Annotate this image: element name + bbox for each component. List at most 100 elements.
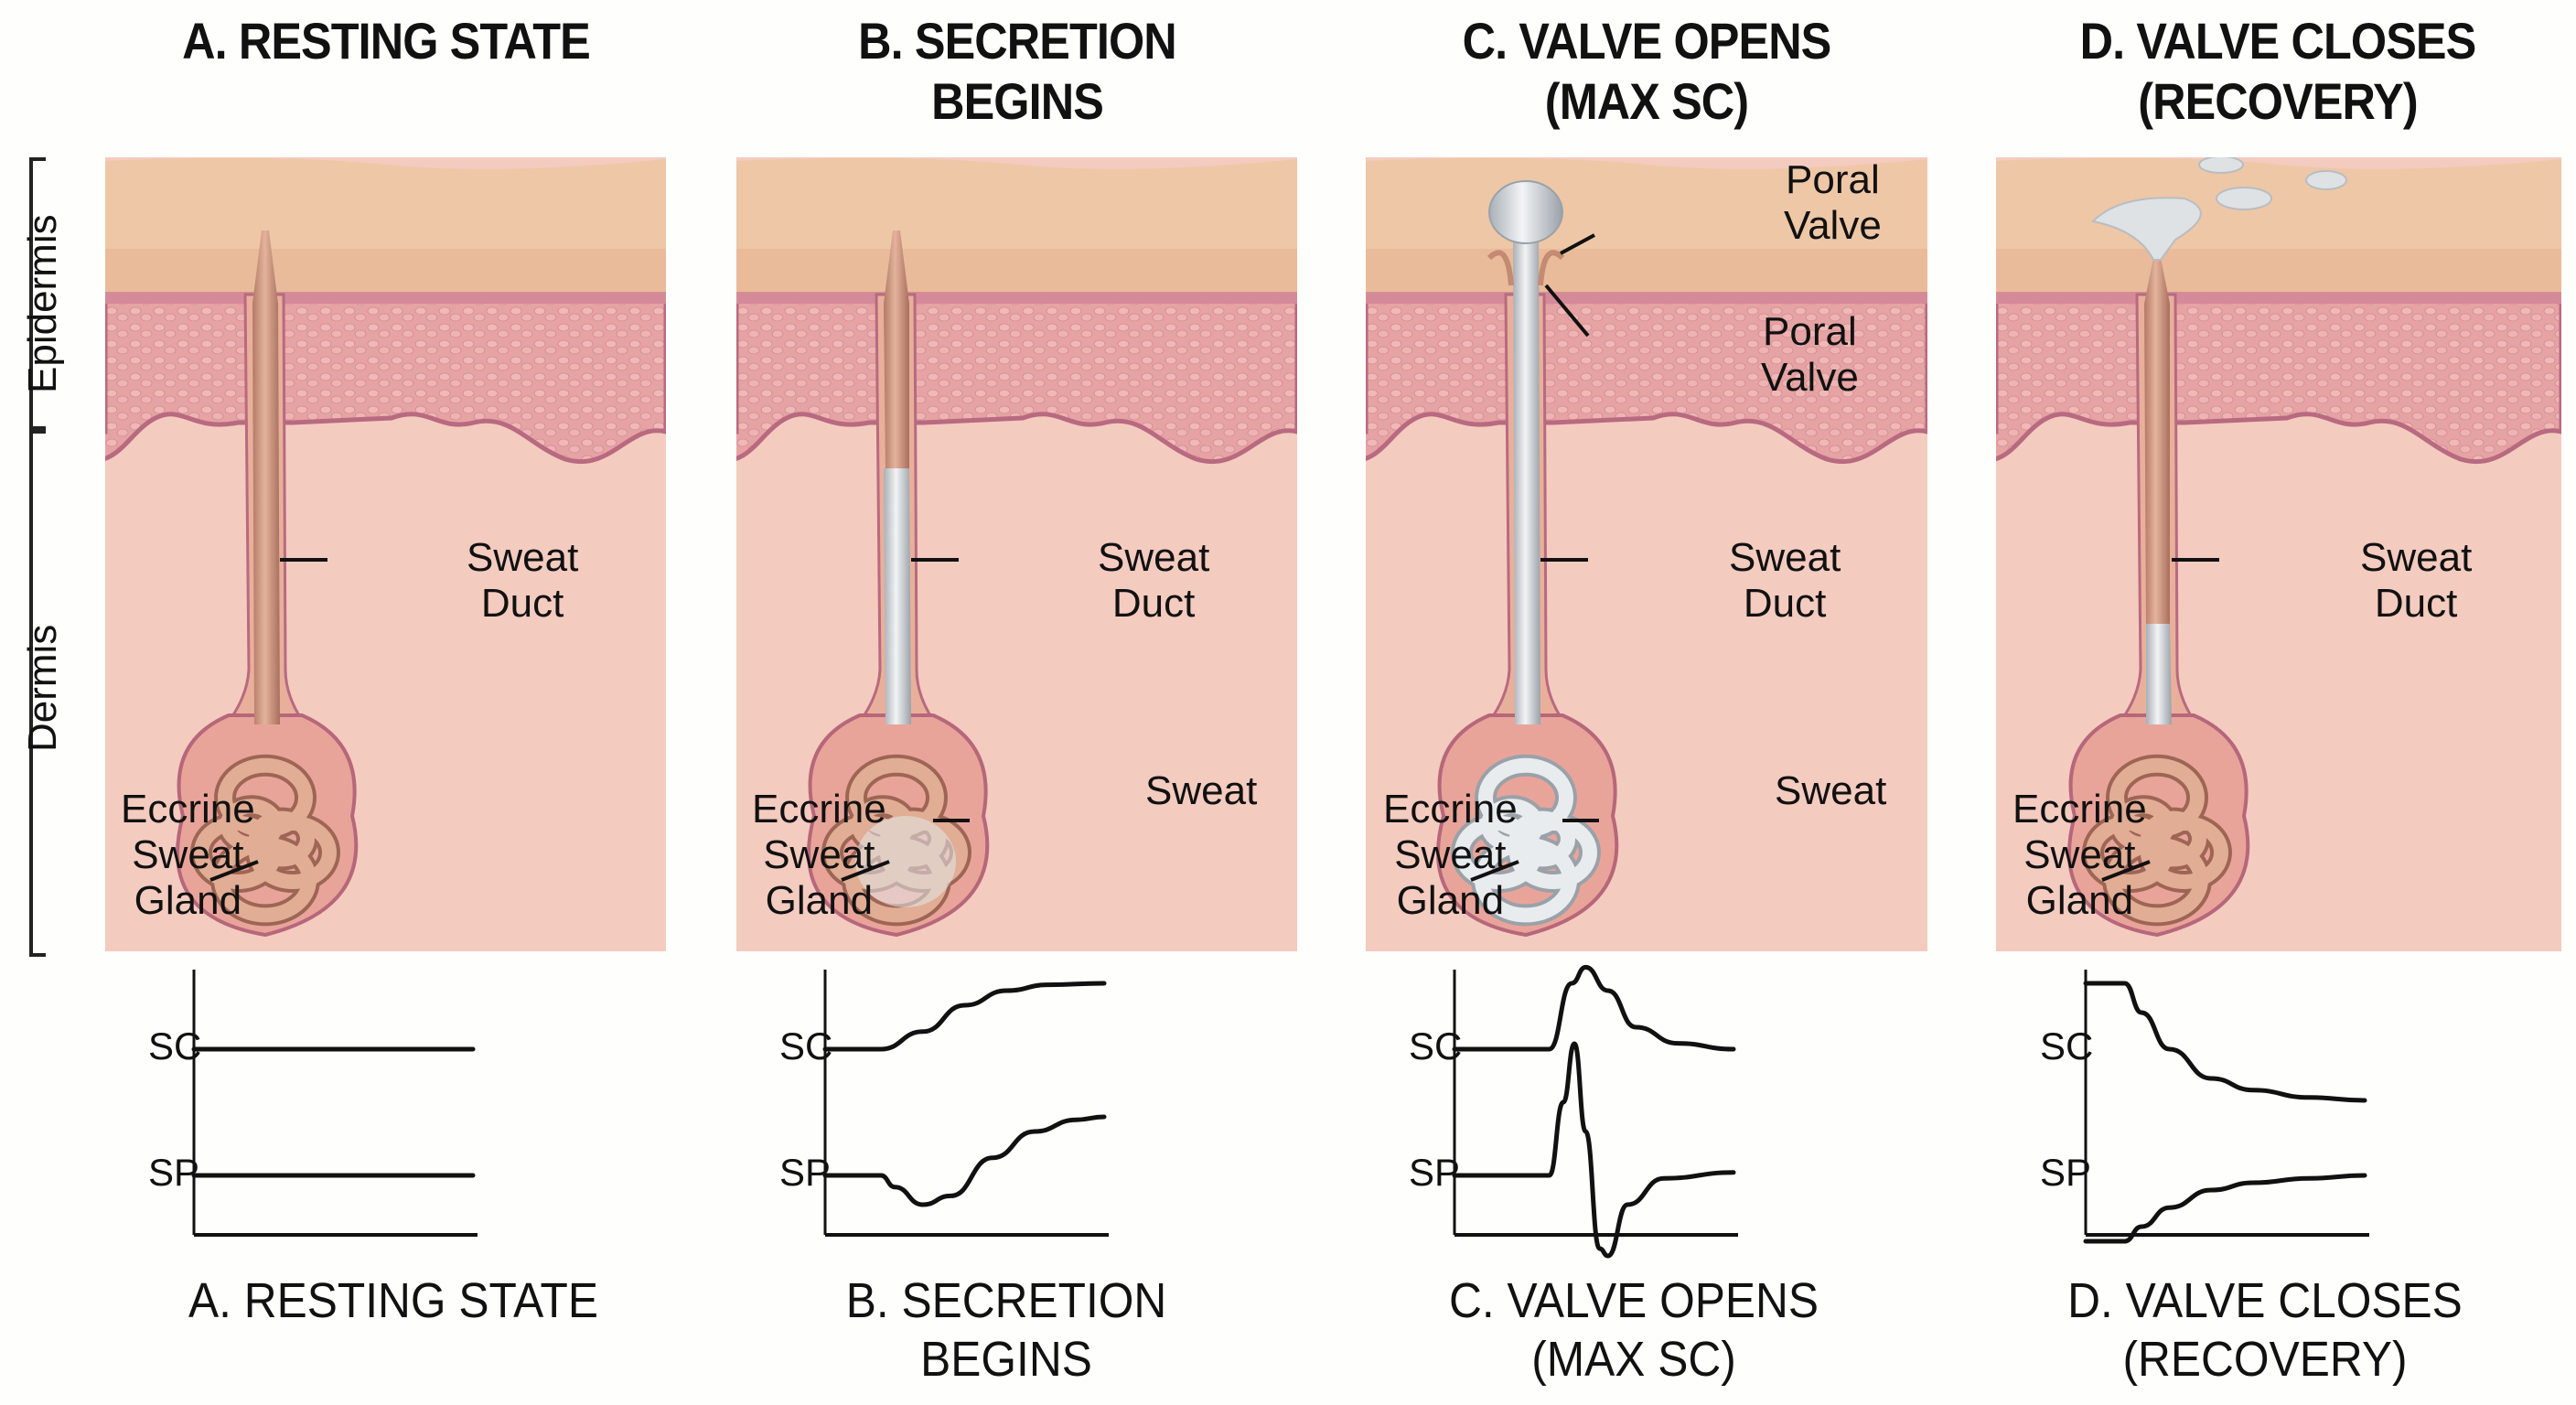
skin-panel-d <box>1996 157 2561 951</box>
skin-illustration <box>736 157 1297 951</box>
label-text: Duct <box>2374 581 2458 626</box>
label-text: Gland <box>765 878 874 923</box>
skin-illustration <box>1996 157 2561 951</box>
caption-d-line1: D. VALVE CLOSES <box>2067 1273 2463 1328</box>
sweat-fluid-duct <box>884 468 911 724</box>
label-text: Gland <box>134 878 242 923</box>
caption-c: C. VALVE OPENS(MAX SC) <box>1365 1271 1904 1389</box>
poral-valve-right <box>1538 250 1565 286</box>
label-text: Sweat <box>132 832 244 877</box>
graph-svg <box>191 970 478 1237</box>
sweat-duct <box>252 231 280 724</box>
caption-a-line1: A. RESTING STATE <box>188 1273 599 1328</box>
label-text: Poral <box>1786 157 1880 202</box>
label-sweat-b: Sweat <box>1145 768 1257 814</box>
title-c-line1: C. VALVE OPENS <box>1462 12 1832 70</box>
label-text: Sweat <box>1729 535 1841 580</box>
epidermis-label: Epidermis <box>20 214 65 393</box>
label-sweat-c: Sweat <box>1775 768 1886 814</box>
skin-panel-a <box>105 157 666 951</box>
label-text: Eccrine <box>1383 787 1518 831</box>
stratum-lower <box>105 249 666 295</box>
label-text: Eccrine <box>121 787 255 831</box>
stratum-lower <box>1996 249 2561 295</box>
trace-sp <box>2083 1173 2367 1244</box>
title-d: D. VALVE CLOSES(RECOVERY) <box>2014 11 2541 132</box>
axis-label-sc: SC <box>779 1024 833 1067</box>
sweat-fluid-duct <box>1513 231 1540 724</box>
basement-band <box>1366 293 1927 304</box>
leader-line <box>2101 860 2151 882</box>
label-text: Duct <box>480 581 564 626</box>
caption-c-line2: (MAX SC) <box>1531 1332 1736 1387</box>
basement-band <box>105 293 666 304</box>
skin-panel-c <box>1366 157 1927 951</box>
title-d-line1: D. VALVE CLOSES <box>2079 12 2477 70</box>
dermis-label: Dermis <box>20 624 65 752</box>
axis-label-sp: SP <box>779 1151 832 1194</box>
title-a-line1: A. RESTING STATE <box>182 12 591 70</box>
label-text: Sweat <box>1775 768 1887 813</box>
label-text: Eccrine <box>2012 787 2147 831</box>
label-text: Sweat <box>1098 535 1210 580</box>
title-d-line2: (RECOVERY) <box>2138 72 2418 130</box>
leader-line <box>841 860 890 882</box>
graph-svg <box>1452 964 1738 1259</box>
axis-label-sc: SC <box>148 1024 202 1067</box>
stratum-lower <box>736 249 1297 295</box>
label-text: Sweat <box>2023 832 2136 877</box>
basement-band <box>1996 293 2561 304</box>
gland-coil <box>1509 810 1575 867</box>
caption-b-line1: B. SECRETION <box>845 1273 1167 1328</box>
gland-coil <box>249 810 315 867</box>
trace-sc <box>822 981 1107 1052</box>
skin-panel-b <box>736 157 1297 951</box>
trace-sp <box>1452 1041 1736 1259</box>
leader-line <box>1470 860 1519 882</box>
gland-coil <box>2141 810 2206 867</box>
graph-svg <box>2083 970 2369 1244</box>
dermis-bracket <box>29 430 46 957</box>
label-text: Poral <box>1763 309 1857 354</box>
leader-line <box>1544 284 1590 338</box>
leader-line <box>1560 233 1595 255</box>
label-text: Duct <box>1743 581 1827 626</box>
trace-sc <box>1452 964 1736 1052</box>
caption-d-line2: (RECOVERY) <box>2122 1332 2408 1387</box>
skin-illustration <box>1366 157 1927 951</box>
title-c-line2: (MAX SC) <box>1544 72 1749 130</box>
title-a: A. RESTING STATE <box>123 11 649 71</box>
caption-d: D. VALVE CLOSES(RECOVERY) <box>1996 1271 2535 1389</box>
leader-line <box>209 860 259 882</box>
surface-droplet <box>2198 157 2244 174</box>
axis-label-sc: SC <box>1409 1024 1463 1067</box>
label-text: Eccrine <box>752 787 886 831</box>
caption-b-line2: BEGINS <box>920 1332 1092 1387</box>
sweat-droplet <box>1488 180 1563 244</box>
caption-a: A. RESTING STATE <box>124 1271 663 1330</box>
label-text: Sweat <box>2360 535 2473 580</box>
caption-c-line1: C. VALVE OPENS <box>1448 1273 1819 1328</box>
surface-sweat-pool <box>2090 197 2202 261</box>
title-b-line2: BEGINS <box>931 72 1104 130</box>
axis-label-sp: SP <box>148 1151 200 1194</box>
surface-droplet <box>2216 187 2272 210</box>
stratum-lower <box>1366 249 1927 295</box>
axis-label-sp: SP <box>2040 1151 2092 1194</box>
trace-sc <box>2083 981 2367 1103</box>
label-text: Sweat <box>763 832 875 877</box>
sweat-duct <box>884 231 909 468</box>
